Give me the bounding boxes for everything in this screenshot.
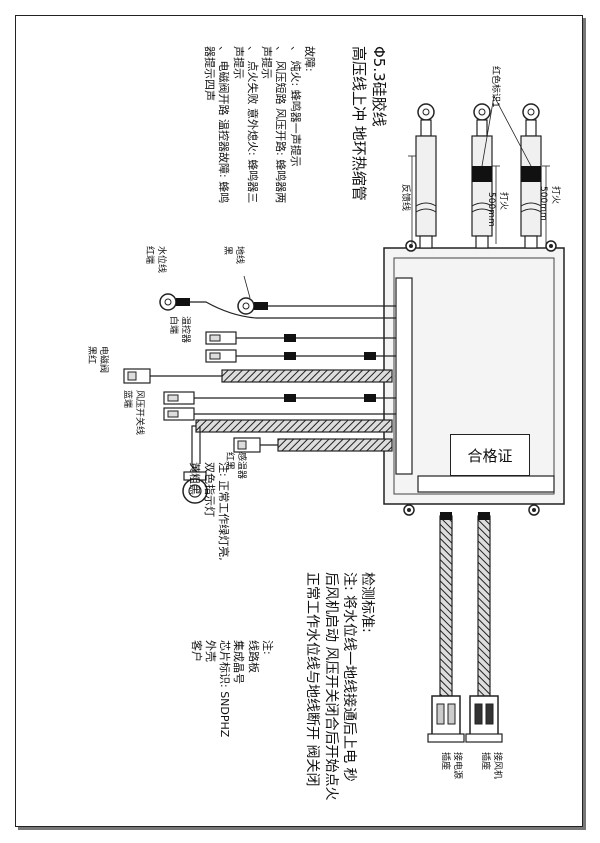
ignite-label-1: 打火 500mm <box>486 192 508 227</box>
fault-line-7: 器提示四声 <box>202 46 216 101</box>
fan-socket-label: 接风机 插座 <box>480 752 502 780</box>
fan-switch-label: 风压开关线 蓝端 <box>122 390 144 436</box>
red-tube-label: 红色标识1 <box>490 66 500 108</box>
temp-ctrl-label: 温控器 白端 <box>168 316 190 344</box>
fault-notes: 故障: 、 炖火: 蜂鸣器一声提示 、 风压短路 风压开路: 蜂鸣器两 声提示 … <box>202 46 316 203</box>
solenoid-label: 电磁阀 黑红 <box>86 346 108 374</box>
drawing-frame: 合格证 故障: 、 炖火: 蜂鸣器一声提示 、 风压短路 风压开路: 蜂鸣器两 … <box>15 15 583 827</box>
water-level-label: 水位线 红端 <box>144 246 166 274</box>
wiring-diagram <box>123 95 565 743</box>
note-shell: 外壳 <box>203 640 217 662</box>
hv-wire-subtitle: 高压线上冲 地环热缩管 <box>350 46 369 201</box>
fault-line-3: 声提示 <box>260 46 274 79</box>
fault-line-4: 、 点火失败 意外熄火: 蜂鸣器三 <box>245 46 259 204</box>
feedback-label: 反馈线 <box>400 184 410 212</box>
certificate-label: 合格证 <box>467 446 513 465</box>
top-hv-leads <box>408 95 550 249</box>
fault-line-5: 声提示 <box>231 46 245 79</box>
indicator-note: 注: 正常工作绿灯亮, 双色指示灯 黄粗黑 <box>188 462 230 561</box>
note-chip-model: 集成晶号 <box>232 640 246 684</box>
ignite-label-2: 打火 500mm <box>538 186 560 221</box>
power-socket-label: 接电源 插座 <box>440 752 462 780</box>
fault-line-6: 、 电磁阀开路 温控器故障: 蜂鸣 <box>217 46 231 204</box>
test-standard-heading: 检测标准: <box>359 572 375 633</box>
fault-line-2: 、 风压短路 风压开路: 蜂鸣器两 <box>274 46 288 204</box>
note-block: 注: 线路板 集成晶号 芯片标识: SNDPHZ 外壳 客户 <box>188 640 274 737</box>
hv-wire-title-text: Φ5.3硅胶线 <box>370 46 388 127</box>
left-side-wires <box>123 275 396 504</box>
test-standard-line-3: 正常工作水位线与地线断开 阀关闭 <box>304 572 321 787</box>
fault-notes-heading: 故障: <box>303 46 316 72</box>
note-heading: 注: <box>261 640 274 655</box>
certificate-box: 合格证 <box>450 434 530 476</box>
note-customer: 客户 <box>189 640 203 662</box>
test-standard-line-1: 注: 将水位线一地线接通后上电 秒 <box>340 572 357 782</box>
note-chip-mark: 芯片标识: SNDPHZ <box>218 640 232 738</box>
bottom-cables <box>427 512 503 743</box>
test-standard-line-2: 后风机启动 风压开关闭合后开始点火 <box>322 572 339 801</box>
test-standard: 检测标准: 注: 将水位线一地线接通后上电 秒 后风机启动 风压开关闭合后开始点… <box>303 572 376 800</box>
fault-line-1: 、 炖火: 蜂鸣器一声提示 <box>288 46 302 167</box>
note-board: 线路板 <box>246 640 260 673</box>
hv-wire-title: Φ5.3硅胶线 高压线上冲 地环热缩管 <box>349 46 389 201</box>
ground-label: 地线 黑 <box>222 246 244 265</box>
